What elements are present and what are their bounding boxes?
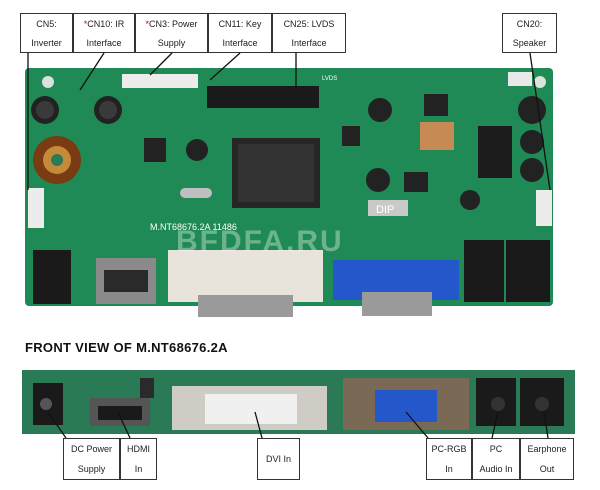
mounting-hole bbox=[534, 76, 546, 88]
label-line1: PC bbox=[489, 444, 503, 454]
capacitor bbox=[460, 190, 480, 210]
ic bbox=[342, 126, 360, 146]
required-star: * bbox=[83, 18, 88, 29]
label-line2: Inverter bbox=[31, 37, 62, 48]
crystal bbox=[180, 188, 212, 198]
label-line1: CN3: Power bbox=[149, 18, 198, 29]
capacitor bbox=[99, 101, 117, 119]
connector-cn3 bbox=[122, 74, 198, 88]
leader-line-dvi bbox=[254, 411, 263, 439]
capacitor bbox=[36, 101, 54, 119]
leader-line-cn20 bbox=[529, 52, 551, 191]
required-star: * bbox=[145, 18, 149, 29]
audio-jack bbox=[491, 397, 505, 411]
label-line2: Interface bbox=[222, 37, 258, 48]
leader-line-hdmi bbox=[117, 411, 131, 439]
capacitor bbox=[366, 168, 390, 192]
hdmi-port bbox=[98, 406, 142, 420]
label-line1: CN5: bbox=[36, 18, 57, 29]
label-line1: DVI In bbox=[265, 454, 291, 464]
label-cn25: CN25: LVDS Interface bbox=[272, 13, 346, 53]
connector-cn20 bbox=[536, 190, 552, 226]
label-line1: CN20: bbox=[516, 18, 543, 29]
label-line1: CN11: Key bbox=[218, 18, 262, 29]
audio-jack bbox=[535, 397, 549, 411]
label-line2: Audio In bbox=[479, 464, 513, 474]
label-line1: CN25: LVDS bbox=[283, 18, 335, 29]
label-cn10: *CN10: IR Interface bbox=[73, 13, 135, 53]
leader-line-pcrgb bbox=[405, 411, 429, 439]
label-cn5: CN5: Inverter bbox=[20, 13, 73, 53]
connector-cn5 bbox=[28, 188, 44, 228]
leader-line-cn10 bbox=[79, 52, 105, 91]
label-line2: In bbox=[445, 464, 453, 474]
leader-line-cn11 bbox=[209, 52, 241, 81]
dvi-port bbox=[205, 394, 297, 424]
label-line1: DC Power bbox=[70, 444, 112, 454]
label-pc-audio: PC Audio In bbox=[472, 438, 520, 480]
capacitor-front bbox=[140, 378, 154, 398]
label-line2: Interface bbox=[86, 37, 122, 48]
ic bbox=[404, 172, 428, 192]
label-dvi: DVI In bbox=[257, 438, 300, 480]
vga-port bbox=[362, 292, 432, 316]
dvi-port bbox=[198, 295, 293, 317]
label-line1: Earphone bbox=[527, 444, 567, 454]
label-line1: PC-RGB bbox=[431, 444, 467, 454]
vga-port bbox=[375, 390, 437, 422]
capacitor bbox=[520, 158, 544, 182]
dvi-port bbox=[168, 250, 323, 302]
copper-pad bbox=[420, 122, 454, 150]
leader-line-dc bbox=[47, 411, 67, 439]
dc-jack bbox=[33, 250, 71, 304]
label-cn11: CN11: Key Interface bbox=[208, 13, 272, 53]
ic bbox=[144, 138, 166, 162]
label-line2: Speaker bbox=[512, 37, 547, 48]
ic bbox=[478, 126, 512, 178]
audio-jack bbox=[464, 240, 504, 302]
leader-line-pcaudio bbox=[491, 411, 499, 439]
capacitor bbox=[186, 139, 208, 161]
ic bbox=[424, 94, 448, 116]
label-line1: HDMI bbox=[127, 444, 150, 454]
mounting-hole bbox=[42, 76, 54, 88]
dip-switch bbox=[368, 200, 408, 216]
label-pc-rgb: PC-RGB In bbox=[426, 438, 472, 480]
label-line2: In bbox=[134, 464, 143, 474]
hdmi-port bbox=[104, 270, 148, 292]
audio-jack bbox=[506, 240, 550, 302]
label-earphone: Earphone Out bbox=[520, 438, 574, 480]
connector-lvds bbox=[207, 86, 319, 108]
label-hdmi: HDMI In bbox=[120, 438, 157, 480]
capacitor bbox=[520, 130, 544, 154]
dip-print: DIP bbox=[376, 204, 394, 216]
capacitor bbox=[368, 98, 392, 122]
label-line1: CN10: IR bbox=[87, 18, 125, 29]
label-line2: Supply bbox=[77, 464, 106, 474]
main-ic bbox=[238, 144, 314, 202]
front-view-title: FRONT VIEW OF M.NT68676.2A bbox=[25, 340, 228, 355]
label-line2: Out bbox=[539, 464, 555, 474]
chip-print: M.NT68676.2A 11486 bbox=[150, 222, 237, 232]
dc-jack bbox=[40, 398, 52, 410]
label-dc-power: DC Power Supply bbox=[63, 438, 120, 480]
label-line2: Supply bbox=[157, 37, 186, 48]
leader-line-earphone bbox=[543, 411, 549, 439]
label-cn20: CN20: Speaker bbox=[502, 13, 557, 53]
watermark: BFDFA.RU bbox=[176, 225, 344, 258]
lvds-print: LVDS bbox=[322, 76, 337, 82]
jumper-block bbox=[508, 72, 532, 86]
label-line2: Interface bbox=[291, 37, 327, 48]
leader-line-cn3 bbox=[149, 52, 173, 76]
label-cn3: *CN3: Power Supply bbox=[135, 13, 208, 53]
toroid-inductor bbox=[51, 154, 63, 166]
